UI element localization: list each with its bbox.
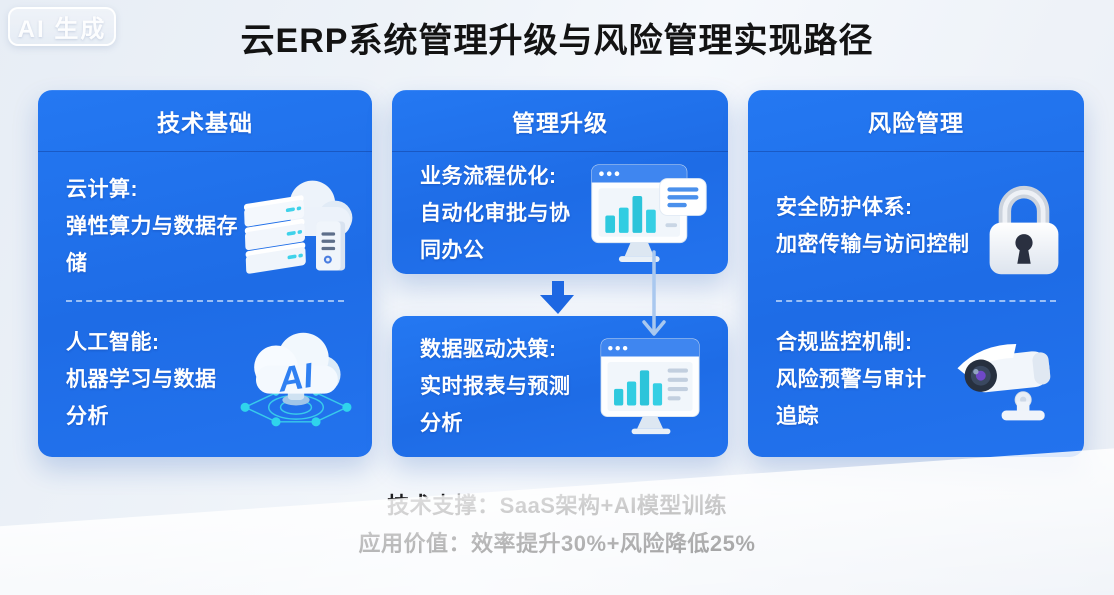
cloud-server-icon (243, 180, 353, 274)
card-data-driven-decision: 数据驱动决策: 实时报表与预测分析 (392, 316, 728, 457)
monitor-chart-bubble-icon (591, 164, 707, 262)
monitor-report-icon (600, 337, 700, 434)
item-title: 合规监控机制: (776, 331, 913, 354)
item-desc: 加密传输与访问控制 (776, 233, 970, 256)
list-item-cloud-computing: 云计算: 弹性算力与数据存储 (38, 152, 372, 300)
down-arrow-icon (540, 281, 574, 314)
page-title: 云ERP系统管理升级与风险管理实现路径 (240, 22, 874, 60)
item-desc: 风险预警与审计追踪 (776, 368, 927, 428)
item-title: 业务流程优化: (420, 164, 557, 188)
item-title: 人工智能: (66, 331, 160, 354)
connector-arrow-icon (642, 250, 666, 336)
ai-generated-badge-label: AI 生成 (17, 16, 107, 43)
item-title: 云计算: (66, 177, 138, 201)
padlock-icon (989, 185, 1059, 274)
footer-application-value: 应用价值：效率提升30%+风险降低25% (358, 531, 756, 556)
card-management-upgrade: 管理升级 业务流程优化: 自动化审批与协同办公 (392, 90, 728, 274)
list-item-process-optimization: 业务流程优化: 自动化审批与协同办公 (392, 152, 728, 274)
item-desc: 弹性算力与数据存储 (66, 214, 238, 275)
cctv-camera-icon (957, 343, 1051, 420)
card-tech-foundation-header: 技术基础 (38, 90, 372, 152)
item-title: 安全防护体系: (776, 196, 913, 219)
ai-cloud-icon: AI (240, 332, 352, 426)
item-desc: 实时报表与预测分析 (420, 375, 571, 435)
ai-generated-badge: AI 生成 (8, 7, 116, 46)
card-risk-management: 风险管理 安全防护体系: 加密传输与访问控制 (748, 90, 1084, 457)
card-tech-foundation: 技术基础 云计算: 弹性算力与数据存储 (38, 90, 372, 457)
item-title: 数据驱动决策: (420, 338, 557, 361)
list-item-compliance-monitoring: 合规监控机制: 风险预警与审计追踪 (748, 302, 1084, 457)
dashed-divider (66, 300, 344, 302)
card-risk-management-header: 风险管理 (748, 90, 1084, 152)
card-management-upgrade-header: 管理升级 (392, 90, 728, 152)
item-desc: 机器学习与数据分析 (66, 368, 217, 428)
item-desc: 自动化审批与协同办公 (420, 201, 571, 262)
list-item-security-protection: 安全防护体系: 加密传输与访问控制 (748, 152, 1084, 300)
footer-tech-support: 技术支撑：SaaS架构+AI模型训练 (387, 493, 727, 518)
list-item-artificial-intelligence: 人工智能: 机器学习与数据分析 (38, 302, 372, 457)
dashed-divider (776, 300, 1056, 302)
list-item-data-driven-decision: 数据驱动决策: 实时报表与预测分析 (392, 316, 728, 457)
ai-cloud-label: AI (275, 356, 317, 399)
